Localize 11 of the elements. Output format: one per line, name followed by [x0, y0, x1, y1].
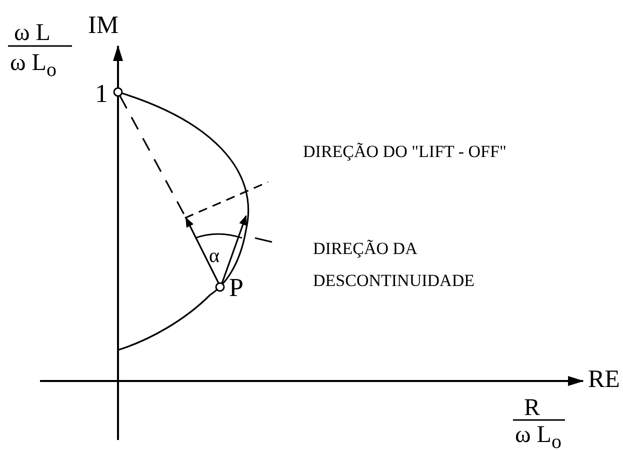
- annotation: DIREÇÃO DO "LIFT - OFF": [303, 143, 506, 162]
- axis-title: IM: [88, 12, 119, 40]
- axis-title: RE: [588, 366, 620, 394]
- angle-label: α: [209, 245, 220, 267]
- axis-label: ω L$_{o}$: [10, 50, 56, 81]
- point-label: P: [229, 274, 244, 303]
- axis-label: ω L$_{o}$: [515, 422, 562, 450]
- axis-label: R: [524, 395, 540, 422]
- tick-label: 1: [95, 80, 108, 109]
- annotation: DIREÇÃO DA DESCONTINUIDADE: [313, 238, 476, 292]
- axis-label: ω L: [14, 20, 50, 46]
